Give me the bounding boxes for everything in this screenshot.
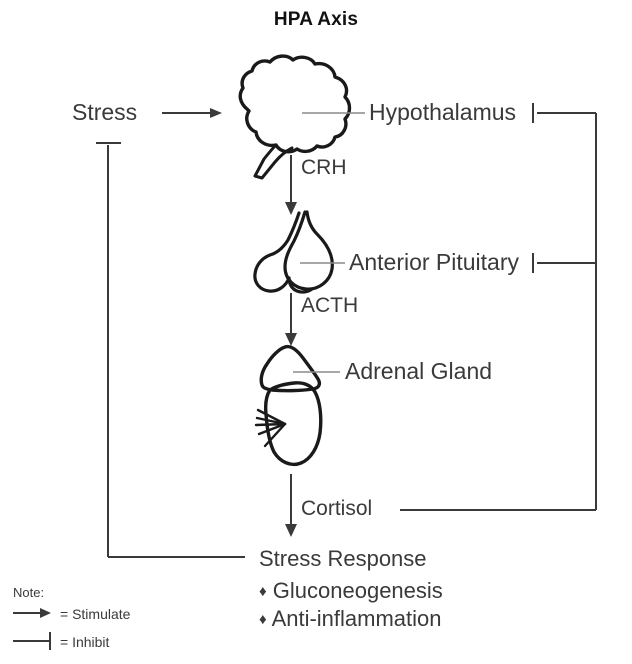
node-label-adrenal-gland: Adrenal Gland: [345, 358, 493, 384]
edge-label-cortisol: Cortisol: [301, 497, 373, 520]
adrenal-gland-icon: [254, 344, 323, 467]
stress-response-effect-2: ♦ Anti-inflammation: [259, 608, 442, 630]
node-label-stress: Stress: [72, 99, 138, 125]
arrow-cortisol: [285, 474, 297, 537]
node-label-hypothalamus: Hypothalamus: [369, 99, 517, 125]
feedback-loop-cortisol: [400, 103, 597, 511]
legend-inhibit-icon: [13, 632, 51, 650]
pituitary-icon: [253, 210, 334, 294]
legend-inhibit-label: = Inhibit: [60, 634, 110, 650]
page-title: HPA Axis: [273, 9, 359, 30]
legend-stimulate-icon: [13, 608, 51, 618]
brain-icon: [238, 54, 352, 180]
node-label-stress-response: Stress Response: [259, 546, 427, 571]
diamond-bullet-icon: ♦: [259, 583, 267, 600]
node-label-anterior-pituitary: Anterior Pituitary: [349, 249, 520, 275]
stress-response-effect-1: ♦ Gluconeogenesis: [259, 580, 443, 602]
arrow-stress-to-brain: [162, 108, 222, 118]
diamond-bullet-icon: ♦: [259, 611, 267, 628]
arrow-acth: [285, 293, 297, 346]
arrow-crh: [285, 155, 297, 215]
legend-heading: Note:: [13, 585, 45, 600]
feedback-loop-stress-response: [96, 142, 245, 558]
edge-label-crh: CRH: [301, 156, 347, 179]
edge-label-acth: ACTH: [301, 294, 359, 317]
effect-label: Anti-inflammation: [271, 606, 442, 631]
legend-stimulate-label: = Stimulate: [60, 606, 131, 622]
effect-label: Gluconeogenesis: [272, 578, 443, 603]
